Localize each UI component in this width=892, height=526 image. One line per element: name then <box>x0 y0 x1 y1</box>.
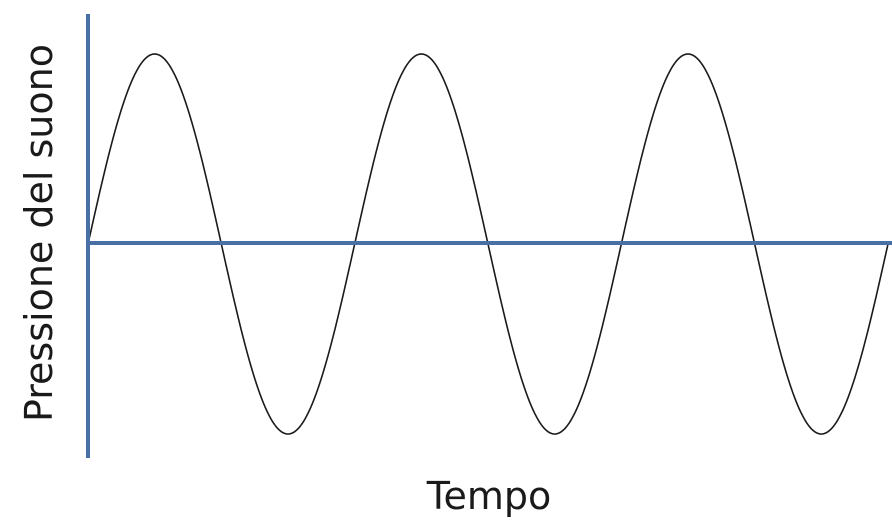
x-axis-title: Tempo <box>426 474 552 518</box>
y-axis-title: Pressione del suono <box>17 44 61 422</box>
axis-layer <box>86 14 892 458</box>
